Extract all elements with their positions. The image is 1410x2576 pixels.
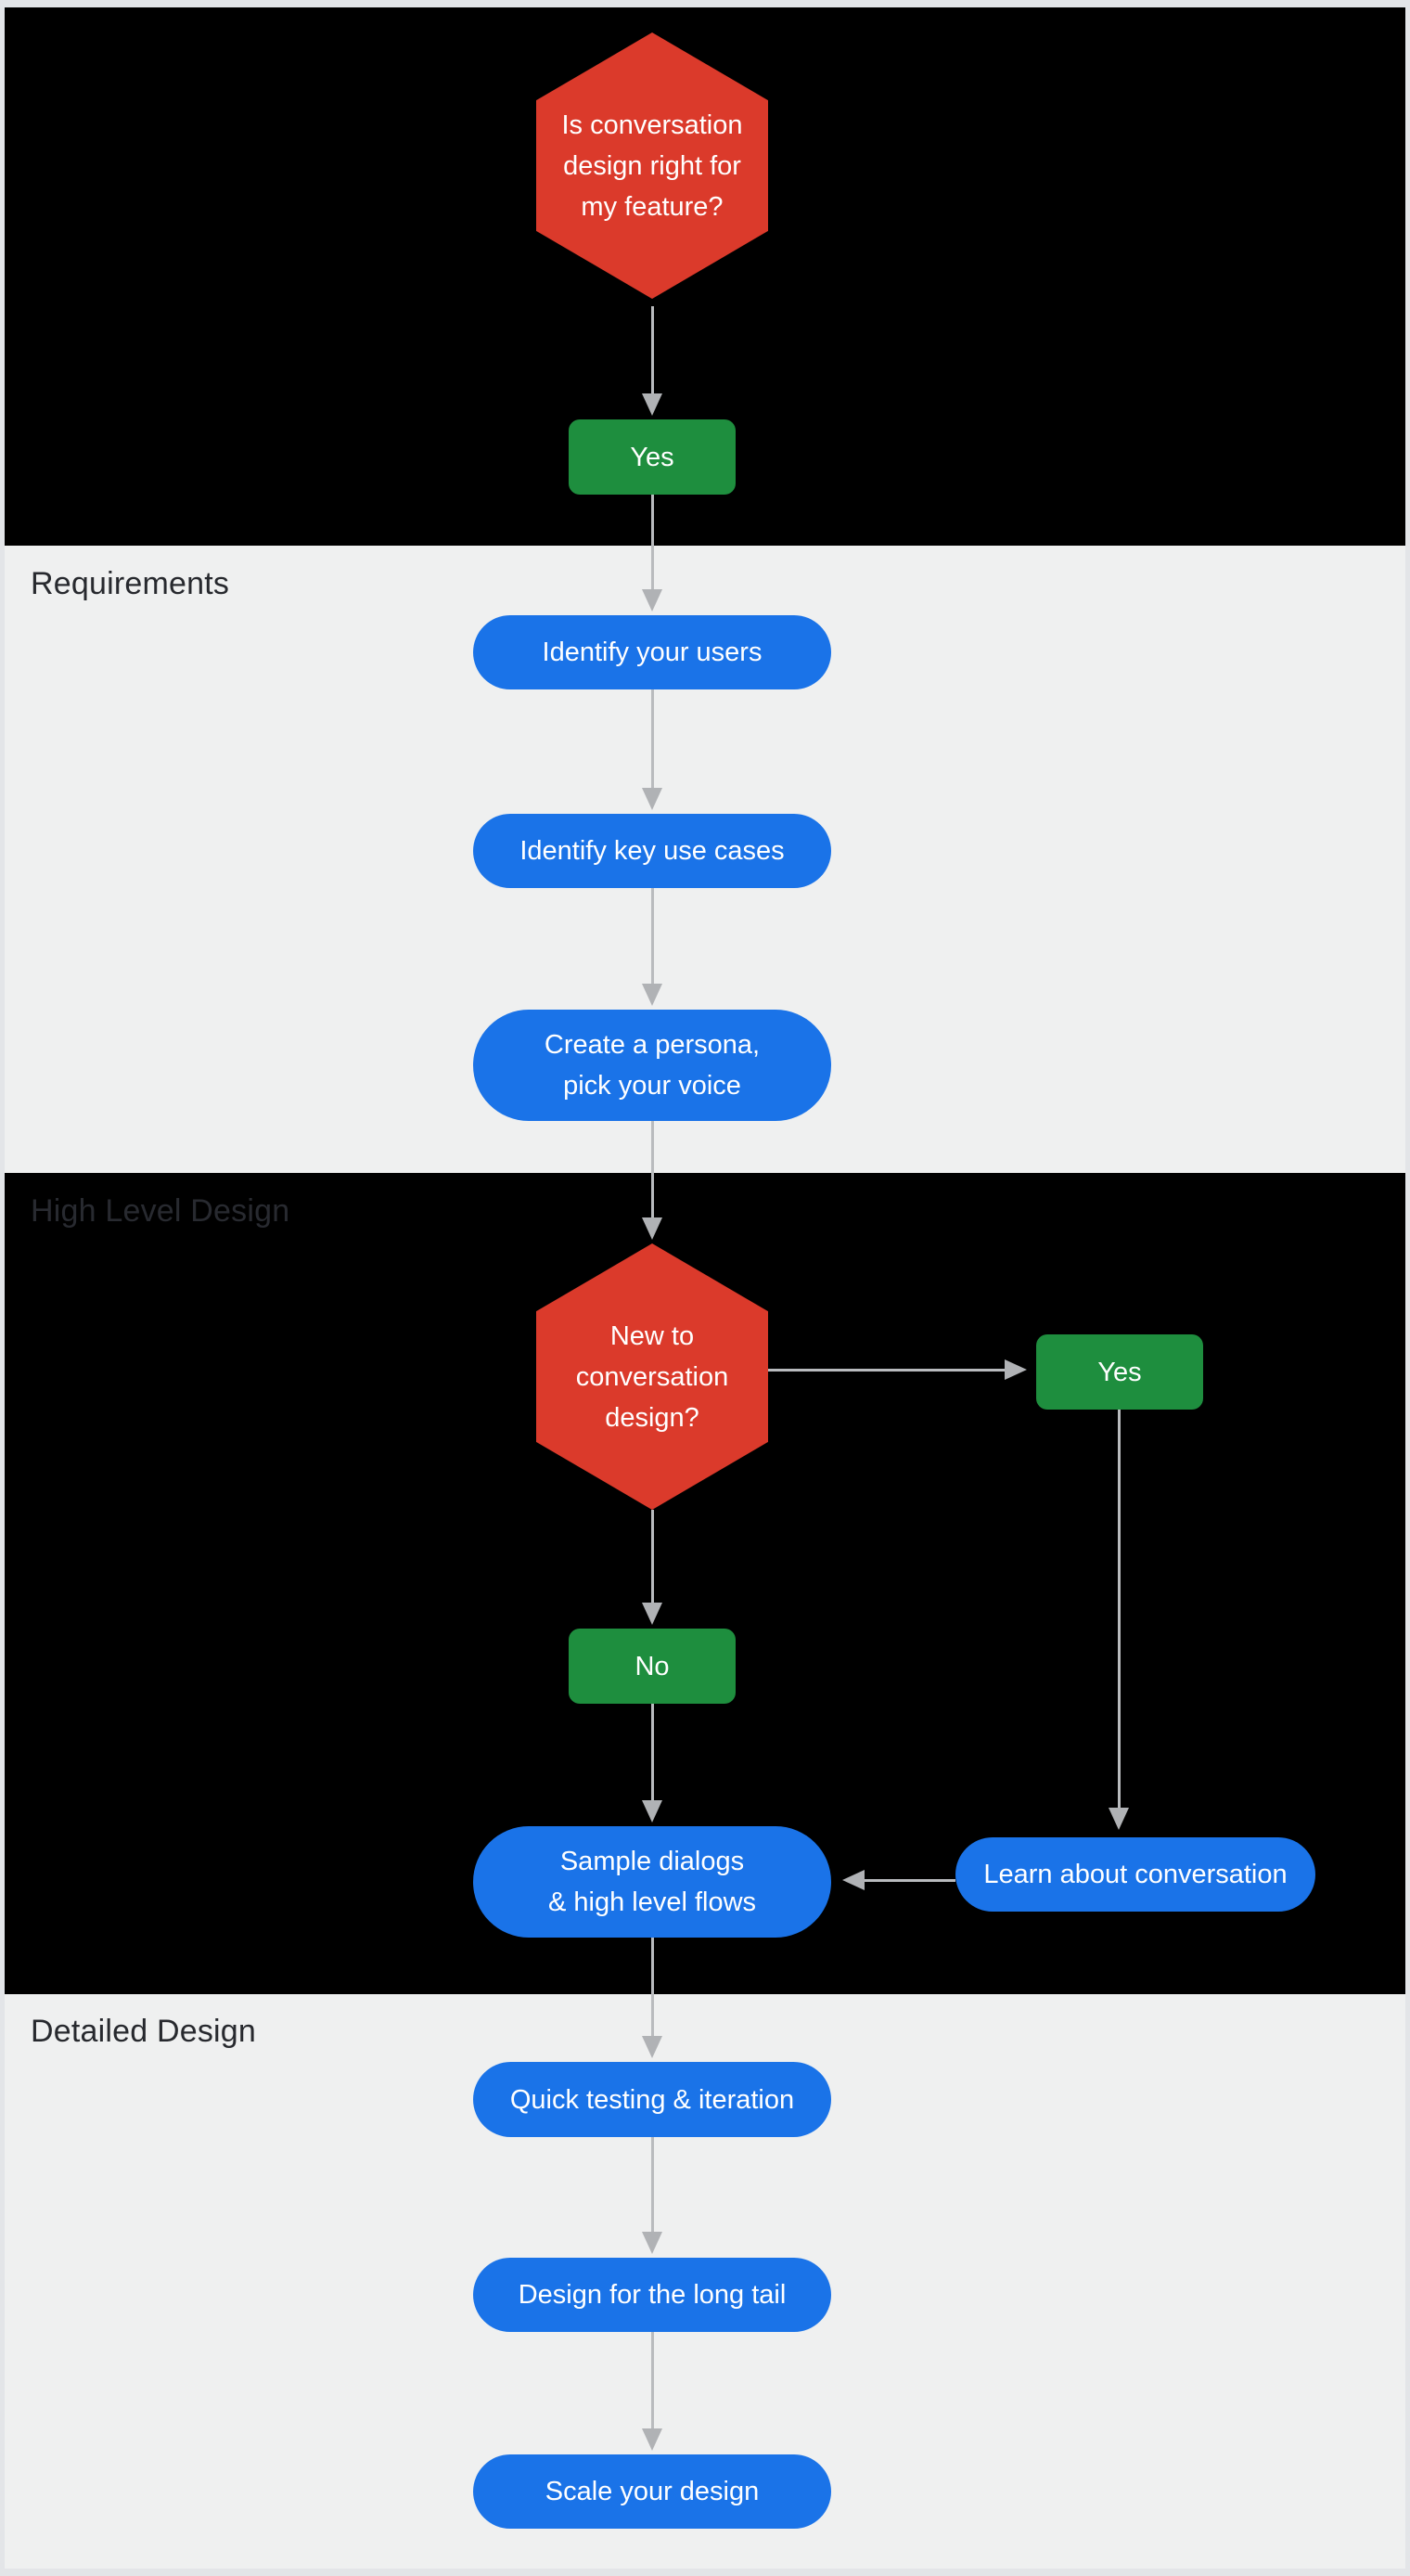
step-quick-testing-iteration[interactable]: Quick testing & iteration <box>473 2062 831 2137</box>
arrowhead-use-cases-to-persona <box>642 984 662 1006</box>
arrow-line-learn-to-sample <box>865 1879 955 1882</box>
arrow-line-long-tail-to-scale <box>651 2332 654 2428</box>
answer-yes-feature[interactable]: Yes <box>569 419 736 495</box>
section-label-high-level-design: High Level Design <box>31 1193 290 1229</box>
step-label: Learn about conversation <box>983 1860 1288 1889</box>
step-label: Quick testing & iteration <box>509 2084 795 2115</box>
arrowhead-identify-users-to-use-cases <box>642 788 662 810</box>
step-label: Identify key use cases <box>519 836 785 866</box>
arrow-line-q-new-to-no <box>651 1510 654 1603</box>
step-label-line: Sample dialogs <box>559 1847 745 1876</box>
arrowhead-quick-to-long-tail <box>642 2232 662 2254</box>
arrow-line-no-to-sample-dialogs <box>651 1704 654 1800</box>
step-identify-your-users[interactable]: Identify your users <box>473 615 831 689</box>
decision-label-line: Is conversation <box>561 109 743 140</box>
step-label-line: pick your voice <box>563 1071 741 1101</box>
step-label-line: Create a persona, <box>544 1030 761 1060</box>
decision-label-line: conversation <box>575 1361 729 1392</box>
arrow-line-sample-to-quick-testing <box>651 1938 654 2036</box>
step-sample-dialogs-high-level-flows[interactable]: Sample dialogs & high level flows <box>473 1826 831 1938</box>
arrow-line-q-new-to-yes <box>768 1369 1005 1372</box>
arrowhead-yes-to-learn <box>1109 1808 1129 1830</box>
answer-no-new-to-design[interactable]: No <box>569 1629 736 1704</box>
arrowhead-learn-to-sample <box>842 1870 865 1890</box>
step-learn-about-conversation[interactable]: Learn about conversation <box>955 1837 1315 1912</box>
step-label: Design for the long tail <box>518 2280 787 2310</box>
step-create-persona-pick-voice[interactable]: Create a persona, pick your voice <box>473 1010 831 1121</box>
arrowhead-sample-to-quick-testing <box>642 2036 662 2058</box>
step-label: Identify your users <box>542 638 763 667</box>
arrow-line-yes-to-identify-users <box>651 495 654 589</box>
section-label-detailed-design: Detailed Design <box>31 2014 257 2049</box>
flowchart-canvas: Requirements High Level Design Detailed … <box>5 7 1405 2569</box>
answer-label: No <box>634 1651 670 1681</box>
decision-label-line: design right for <box>563 150 741 181</box>
arrowhead-no-to-sample-dialogs <box>642 1800 662 1823</box>
arrowhead-q-new-to-no <box>642 1603 662 1625</box>
decision-label-line: New to <box>609 1320 695 1351</box>
arrow-line-persona-to-q-new <box>651 1121 654 1217</box>
decision-label-line: my feature? <box>581 191 724 222</box>
arrow-line-identify-users-to-use-cases <box>651 689 654 788</box>
answer-label: Yes <box>1097 1357 1142 1387</box>
arrowhead-q-new-to-yes <box>1005 1359 1027 1380</box>
arrowhead-long-tail-to-scale <box>642 2428 662 2451</box>
decision-label-line: design? <box>605 1402 699 1433</box>
arrowhead-q-feature-to-yes <box>642 393 662 416</box>
answer-yes-new-to-design[interactable]: Yes <box>1036 1334 1203 1410</box>
step-design-for-long-tail[interactable]: Design for the long tail <box>473 2258 831 2332</box>
arrow-line-yes-to-learn <box>1118 1410 1121 1808</box>
arrow-line-quick-to-long-tail <box>651 2137 654 2232</box>
step-identify-key-use-cases[interactable]: Identify key use cases <box>473 814 831 888</box>
answer-label: Yes <box>630 442 674 472</box>
section-label-requirements: Requirements <box>31 566 230 601</box>
arrowhead-persona-to-q-new <box>642 1217 662 1240</box>
arrow-line-q-feature-to-yes <box>651 306 654 393</box>
step-label: Scale your design <box>545 2477 760 2506</box>
arrow-line-use-cases-to-persona <box>651 888 654 984</box>
step-scale-your-design[interactable]: Scale your design <box>473 2454 831 2529</box>
step-label-line: & high level flows <box>547 1887 757 1917</box>
arrowhead-yes-to-identify-users <box>642 589 662 612</box>
